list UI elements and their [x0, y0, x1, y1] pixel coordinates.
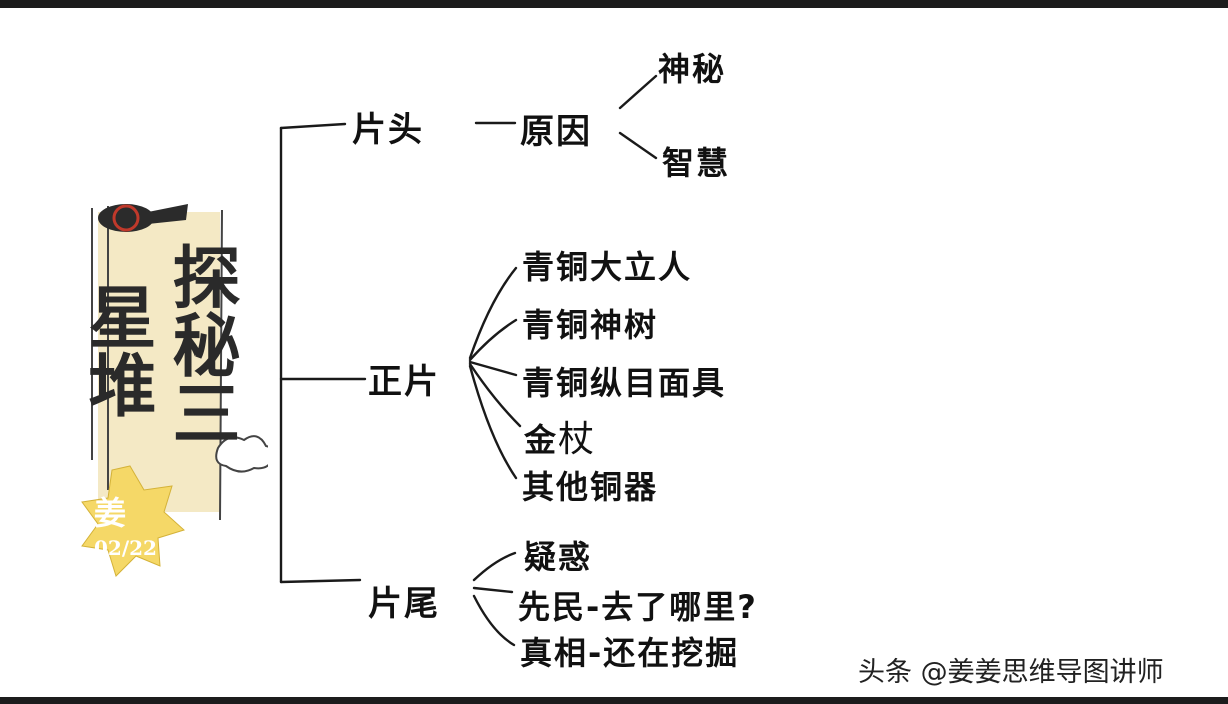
title-col-right: 探秘三: [160, 242, 240, 446]
line-child-3: [468, 360, 518, 377]
bottom-border: [0, 697, 1228, 704]
node-xianmin: 先民-去了哪里?: [518, 588, 758, 626]
node-shenmi: 神秘: [658, 50, 727, 88]
node-jin-label: 金: [524, 421, 559, 459]
line-shenmi: [618, 74, 658, 110]
title-col-left: 星堆: [76, 282, 156, 418]
line-child-5: [468, 364, 518, 480]
node-zheng-pian: 正片: [368, 362, 440, 402]
node-jin-zhang: 金杖: [524, 410, 596, 462]
node-qingtong-shenshu: 青铜神树: [522, 306, 659, 344]
title-card: 探秘三 星堆 姜 02/22: [68, 190, 268, 610]
node-jin-suffix: 杖: [558, 419, 597, 460]
branch-line-pian-tou: [279, 122, 347, 130]
badge-char: 姜: [94, 494, 127, 532]
node-qingtong-dalirен: 青铜大立人: [522, 248, 693, 286]
line-zhihui: [618, 131, 658, 160]
title-card-bg: [81, 204, 268, 577]
node-zhenxiang: 真相-还在挖掘: [520, 634, 740, 672]
node-zhihui: 智慧: [662, 144, 731, 182]
badge-date: 02/22: [94, 536, 157, 560]
line-child-1: [468, 266, 518, 360]
node-pian-tou: 片头: [352, 110, 424, 150]
line-zhenxiang: [472, 594, 516, 647]
node-pian-wei: 片尾: [368, 584, 440, 624]
line-xianmin: [472, 586, 514, 594]
node-qita-tongqi: 其他铜器: [522, 468, 659, 506]
line-yihuo: [472, 551, 517, 582]
node-yihuo: 疑惑: [524, 538, 593, 576]
branch-line-pian-wei: [279, 578, 362, 584]
line-child-4: [468, 362, 522, 428]
line-child-2: [468, 318, 518, 362]
node-qingtong-zongmu: 青铜纵目面具: [522, 364, 727, 402]
node-yuanyin: 原因: [520, 112, 592, 152]
top-border: [0, 0, 1228, 8]
watermark: 头条 @姜姜思维导图讲师: [858, 657, 1164, 688]
